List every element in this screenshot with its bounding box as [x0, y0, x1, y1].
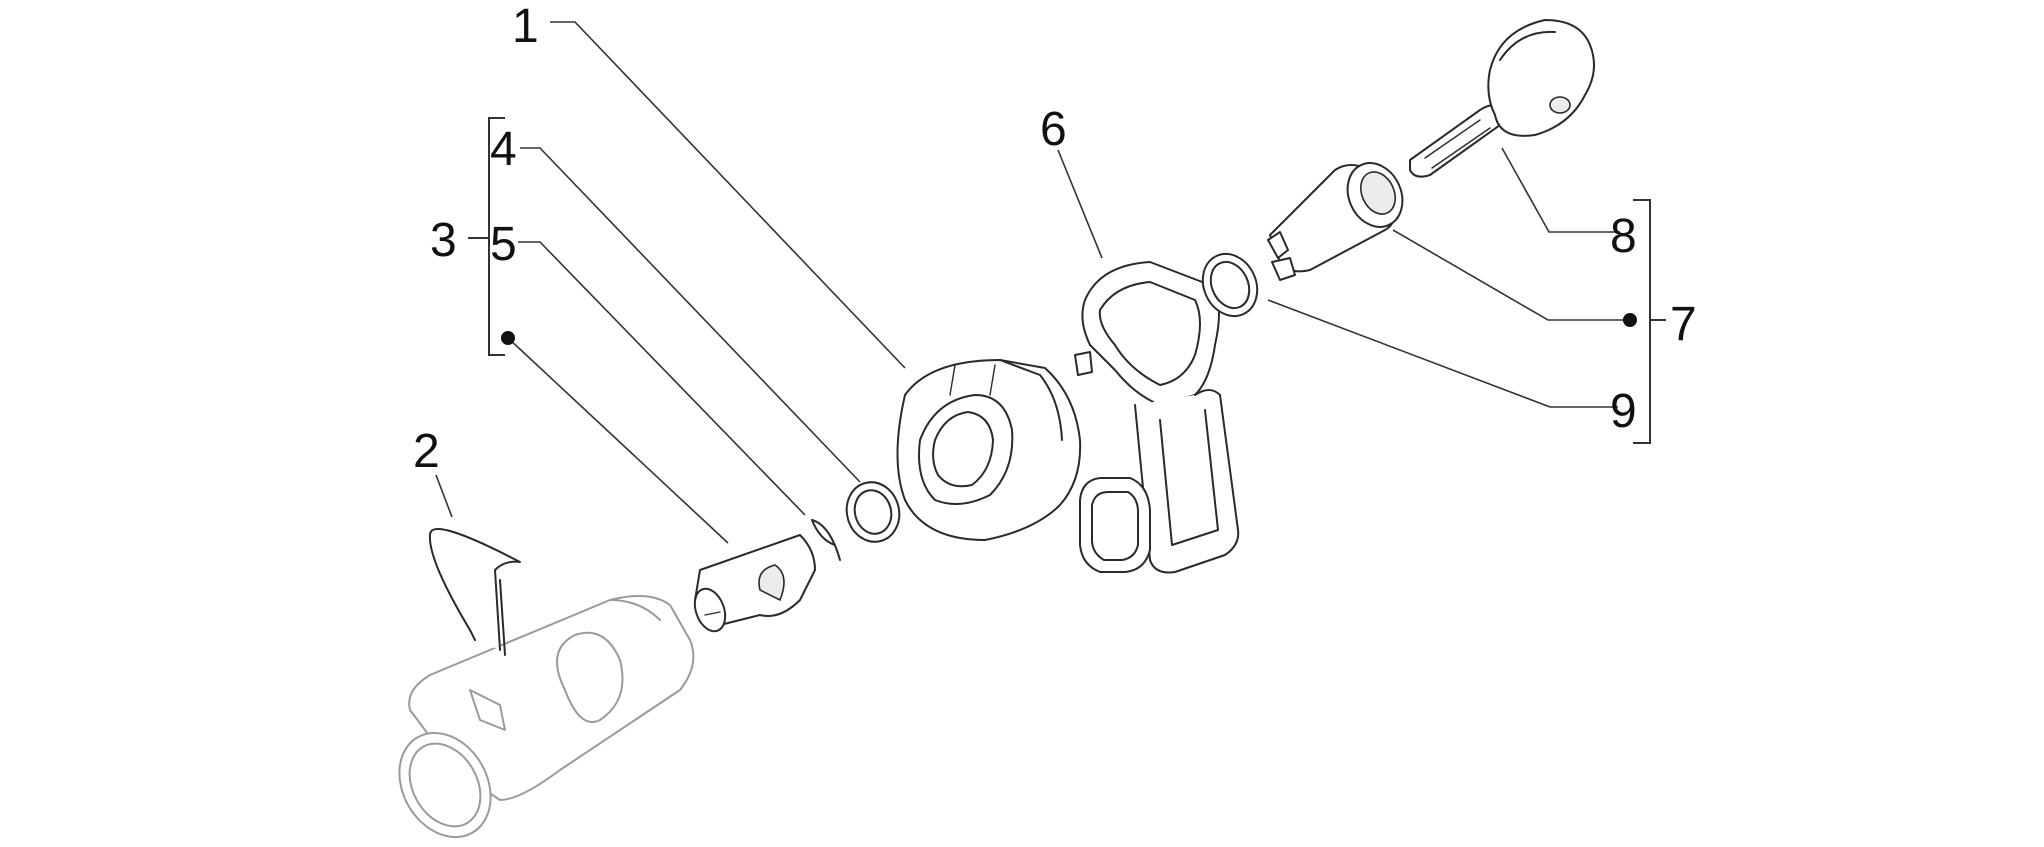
label-4: 4: [490, 123, 517, 176]
label-3: 3: [430, 214, 457, 267]
ring-large: [1201, 252, 1259, 318]
bracket-3: [468, 117, 505, 356]
label-5: 5: [490, 218, 517, 271]
label-8: 8: [1610, 210, 1637, 263]
cover-with-connector: [1074, 261, 1240, 574]
lock-housing: [896, 359, 1082, 541]
assembly-dot-3: [501, 331, 515, 345]
lock-barrel: [693, 534, 816, 633]
pin: [811, 519, 841, 561]
label-1: 1: [512, 0, 539, 53]
lock-cylinder: [1267, 162, 1404, 281]
label-6: 6: [1040, 103, 1067, 156]
leader-lines: [435, 21, 1625, 544]
assembly-dot-7: [1623, 313, 1637, 327]
label-7: 7: [1670, 298, 1697, 351]
handlebar-tube: [398, 595, 695, 839]
label-2: 2: [413, 425, 440, 478]
label-9: 9: [1610, 385, 1637, 438]
bracket-7: [1633, 199, 1666, 444]
spring-clip: [428, 528, 521, 656]
key: [1409, 19, 1595, 178]
ring-small: [845, 481, 901, 543]
